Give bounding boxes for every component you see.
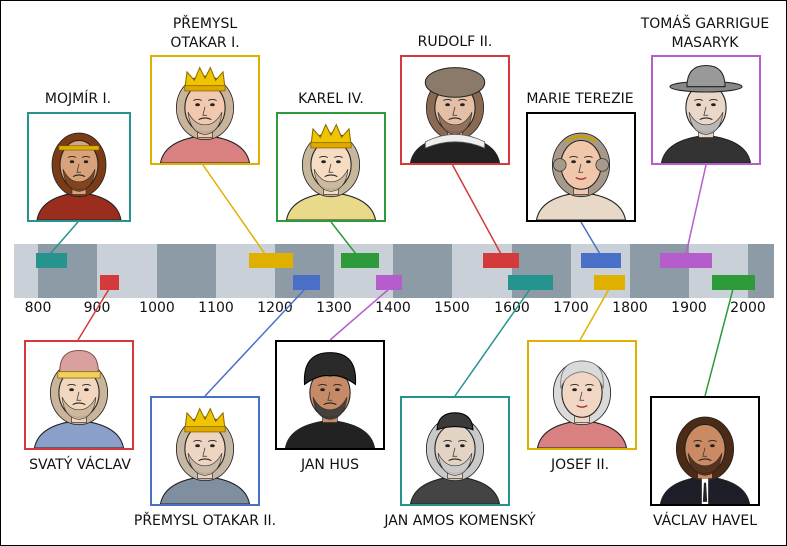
portrait-figure [159,66,251,163]
name-premysl2: PŘEMYSL OTAKAR II. [133,513,277,529]
bar-hus [376,275,402,290]
bar-mojmir [36,253,67,268]
connector-karel4 [330,221,357,255]
portrait-figure [409,67,501,163]
name-masaryk-line1: TOMÁŠ GARRIGUE [640,16,770,32]
portrait-masaryk [651,55,761,165]
bar-premysl1 [249,253,293,268]
connector-josef2 [579,288,610,341]
portrait-figure [33,349,125,448]
connector-komensky [454,288,531,397]
portrait-rudolf2 [400,55,510,165]
connector-premysl2 [204,288,306,397]
tick-label: 1700 [553,300,589,316]
name-havel: VÁCLAV HAVEL [652,513,758,529]
bar-havel [712,275,755,290]
connector-rudolf2 [451,163,502,255]
portrait-figure [285,123,377,220]
bar-premysl2 [293,275,320,290]
connector-vaclav [77,288,110,341]
tick-label: 2000 [730,300,766,316]
tick-label: 1400 [375,300,411,316]
name-premysl1-line2: OTAKAR I. [170,35,240,51]
bar-masaryk [660,253,712,268]
name-premysl1-line1: PŘEMYSL [172,16,238,32]
bar-komensky [508,275,553,290]
portrait-figure [159,407,251,504]
portrait-figure [660,64,752,163]
portrait-karel4 [276,112,386,222]
portrait-premysl2 [150,396,260,506]
name-mojmir: MOJMÍR I. [44,91,112,107]
bar-marie [581,253,621,268]
name-rudolf2: RUDOLF II. [417,34,493,50]
tick-label: 1500 [434,300,470,316]
tick-label: 1100 [198,300,234,316]
name-karel4: KAREL IV. [298,91,364,107]
portrait-josef2 [527,340,637,450]
connector-havel [704,288,734,397]
tick-label: 1900 [671,300,707,316]
portrait-premysl1 [150,55,260,165]
tick-label: 1800 [612,300,648,316]
tick-label: 800 [24,300,52,316]
tick-label: 1600 [494,300,530,316]
connector-masaryk [685,164,707,255]
portrait-figure [36,132,122,220]
portrait-figure [536,360,628,448]
tick-label: 1000 [139,300,175,316]
tick-label: 1300 [316,300,352,316]
connector-mojmir [49,221,79,255]
name-josef2: JOSEF II. [550,457,610,473]
portrait-figure [535,132,627,220]
bar-josef2 [594,275,625,290]
name-masaryk-line2: MASARYK [671,35,739,51]
bar-rudolf2 [483,253,519,268]
portrait-marie [526,112,636,222]
portrait-hus [275,340,385,450]
connector-hus [329,288,390,341]
portrait-figure [659,416,751,504]
connector-marie [580,221,601,255]
connector-premysl1 [202,164,266,255]
century-segment-1400 [393,244,452,298]
portrait-komensky [400,396,510,506]
portrait-havel [650,396,760,506]
name-vaclav: SVATÝ VÁCLAV [29,457,131,473]
portrait-vaclav [24,340,134,450]
portrait-figure [409,412,501,504]
century-segment-1000 [157,244,216,298]
portrait-mojmir [27,112,131,222]
portrait-figure [284,352,376,448]
bar-vaclav [100,275,119,290]
name-komensky: JAN AMOS KOMENSKÝ [384,513,536,529]
name-hus: JAN HUS [300,457,360,473]
name-marie: MARIE TEREZIE [526,91,634,107]
bar-karel4 [341,253,379,268]
